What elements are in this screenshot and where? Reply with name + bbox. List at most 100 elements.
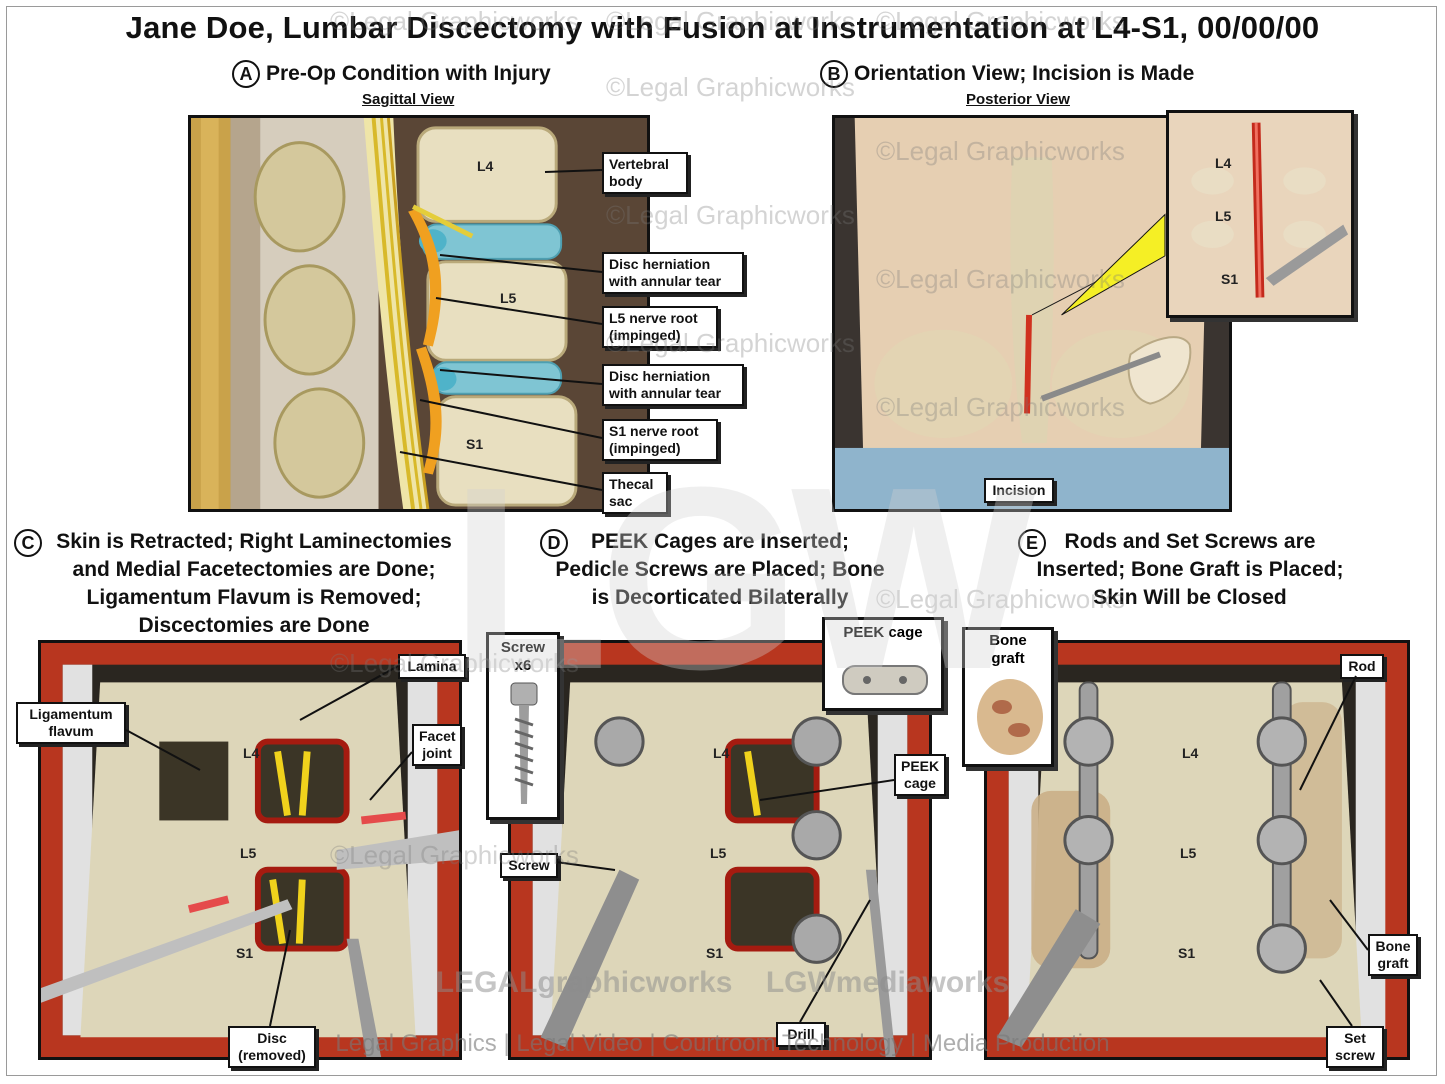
watermark-4: ©Legal Graphicworks [606, 72, 855, 102]
panel-a-label-l5: L5 [500, 290, 517, 306]
screw-inset-box: Screw x6 [486, 632, 560, 820]
watermark-6: ©Legal Graphicworks [606, 200, 855, 230]
pedicle-screw-icon [510, 682, 538, 804]
callout-disc-herniation-1: Disc herniation with annular tear [602, 252, 744, 294]
callout-set-screw-line1: Set [1344, 1030, 1366, 1046]
screw-inset-line1: Screw [500, 639, 546, 656]
section-d-line1: PEEK Cages are Inserted; [591, 530, 849, 553]
callout-bone-graft-line2: graft [1377, 955, 1409, 971]
panel-e-label-l4: L4 [1182, 745, 1199, 761]
watermark-2: ©Legal Graphicworks [606, 6, 855, 36]
panel-b-posterior-illustration [832, 115, 1232, 512]
callout-thecal-sac-line1: Thecal [609, 476, 654, 492]
footer-watermark: Legal Graphics | Legal Video | Courtroom… [335, 1030, 1110, 1057]
brand-watermark-2: LGWmediaworks [765, 966, 1010, 999]
callout-disc-herniation-2: Disc herniation with annular tear [602, 364, 744, 406]
watermark-12: ©Legal Graphicworks [330, 840, 579, 870]
callout-s1-nerve-line2: (impinged) [609, 440, 681, 456]
callout-peek-line2: cage [904, 775, 936, 791]
callout-vertebral-body: Vertebral body [602, 152, 688, 194]
watermark-11: ©Legal Graphicworks [330, 648, 579, 678]
section-c-line4: Discectomies are Done [138, 614, 370, 637]
watermark-9: ©Legal Graphicworks [876, 392, 1125, 422]
callout-disc-removed: Disc (removed) [228, 1026, 316, 1068]
callout-s1-nerve-line1: S1 nerve root [609, 423, 699, 439]
section-b-badge: B [820, 60, 848, 89]
callout-bone-graft-line1: Bone [1375, 938, 1411, 954]
screw-inset-label: Screw x6 [489, 639, 557, 675]
callout-s1-nerve-root: S1 nerve root (impinged) [602, 419, 718, 461]
section-b-title: B Orientation View; Incision is Made [820, 60, 1195, 89]
section-b-view: Posterior View [966, 91, 1070, 108]
bone-graft-inset-line2: graft [991, 650, 1025, 667]
inset-label-l4: L4 [1215, 155, 1232, 171]
callout-disc-herniation-2-line1: Disc herniation [609, 368, 711, 384]
section-d-line3: is Decorticated Bilaterally [591, 586, 849, 609]
panel-c-label-l5: L5 [240, 845, 257, 861]
callout-disc-herniation-1-line2: with annular tear [609, 273, 722, 289]
callout-disc-herniation-2-line2: with annular tear [609, 385, 722, 401]
callout-thecal-sac: Thecal sac [602, 472, 668, 514]
bone-graft-inset-box: Bone graft [962, 627, 1054, 767]
section-a-title: A Pre-Op Condition with Injury [232, 60, 551, 89]
watermark-3: ©Legal Graphicworks [876, 6, 1125, 36]
page-title: Jane Doe, Lumbar Discectomy with Fusion … [125, 10, 1320, 45]
panel-c-label-s1: S1 [236, 945, 254, 961]
section-e-badge: E [1018, 529, 1046, 557]
watermark-10: ©Legal Graphicworks [876, 584, 1125, 614]
callout-ligamentum-flavum: Ligamentum flavum [16, 702, 126, 744]
callout-drill: Drill [776, 1022, 826, 1047]
callout-facet-line2: joint [422, 745, 452, 761]
callout-set-screw: Set screw [1326, 1026, 1384, 1068]
section-a-view: Sagittal View [362, 91, 455, 108]
section-e-line3: Skin Will be Closed [1093, 586, 1287, 609]
section-c-line1: Skin is Retracted; Right Laminectomies [56, 530, 452, 553]
section-d-line2: Pedicle Screws are Placed; Bone [555, 558, 885, 581]
panel-c-laminectomy-illustration [38, 640, 462, 1060]
watermark-8: ©Legal Graphicworks [606, 328, 855, 358]
peek-cage-inset-box: PEEK cage [822, 617, 944, 711]
section-a-badge: A [232, 60, 260, 89]
callout-incision: Incision [984, 478, 1054, 503]
laminectomy-drawing [41, 643, 459, 1057]
inset-spine-closeup-drawing [1169, 113, 1351, 315]
bone-graft-inset-label: Bone graft [965, 632, 1051, 668]
watermark-1: ©Legal Graphicworks [330, 6, 579, 36]
bone-graft-inset-line1: Bone [989, 632, 1027, 649]
callout-rod: Rod [1340, 654, 1384, 679]
section-a-label: Pre-Op Condition with Injury [266, 62, 551, 85]
peek-cage-icon [842, 665, 928, 695]
callout-screw: Screw [500, 853, 558, 878]
section-e-line1: Rods and Set Screws are [1064, 530, 1316, 553]
callout-disc-line2: (removed) [238, 1047, 306, 1063]
callout-vertebral-body-line1: Vertebral [609, 156, 669, 172]
section-c-line2: and Medial Facetectomies are Done; [72, 558, 436, 581]
lgw-big-watermark: LGW [450, 434, 1036, 724]
callout-ligamentum-line1: Ligamentum [29, 706, 113, 722]
posterior-back-drawing [835, 118, 1229, 509]
callout-ligamentum-line2: flavum [48, 723, 94, 739]
callout-disc-herniation-1-line1: Disc herniation [609, 256, 711, 272]
section-b-label: Orientation View; Incision is Made [854, 62, 1195, 85]
inset-label-l5: L5 [1215, 208, 1232, 224]
callout-thecal-sac-line2: sac [609, 493, 633, 509]
panel-e-label-s1: S1 [1178, 945, 1196, 961]
callout-set-screw-line2: screw [1335, 1047, 1375, 1063]
callout-disc-line1: Disc [257, 1030, 287, 1046]
callout-facet-line1: Facet [419, 728, 456, 744]
page-frame [6, 6, 1437, 1076]
callout-l5-nerve-line1: L5 nerve root [609, 310, 698, 326]
watermark-5: ©Legal Graphicworks [876, 136, 1125, 166]
callout-peek-line1: PEEK [901, 758, 940, 774]
peek-cage-inset-label: PEEK cage [843, 624, 923, 641]
panel-a-label-s1: S1 [466, 436, 484, 452]
bone-graft-icon [977, 679, 1043, 755]
screw-inset-line2: x6 [514, 657, 532, 674]
panel-d-label-l4: L4 [713, 745, 730, 761]
panel-d-label-l5: L5 [710, 845, 727, 861]
section-c-line3: Ligamentum Flavum is Removed; [86, 586, 422, 609]
watermark-7: ©Legal Graphicworks [876, 264, 1125, 294]
callout-vertebral-body-line2: body [609, 173, 643, 189]
